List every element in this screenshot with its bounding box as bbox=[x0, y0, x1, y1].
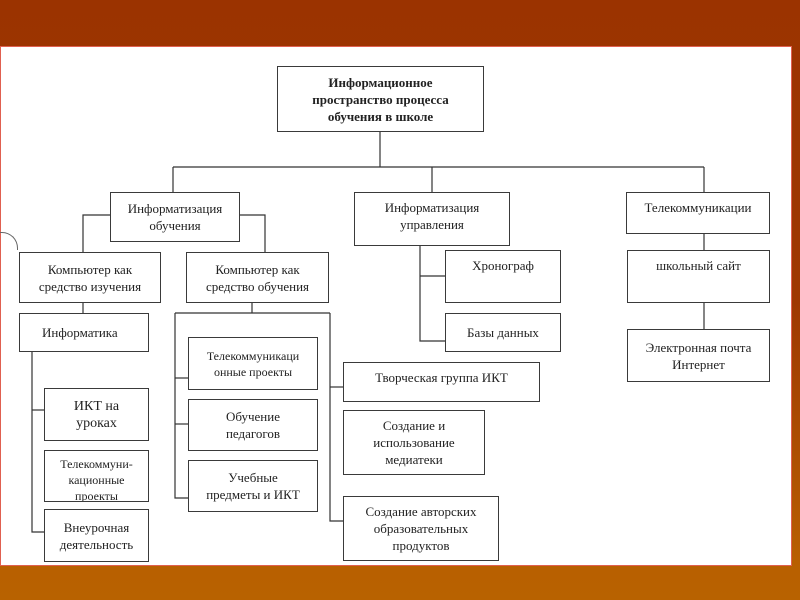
node-creative-group-ikt: Творческая группа ИКТ bbox=[343, 362, 540, 402]
node-author-products: Создание авторских образовательных проду… bbox=[343, 496, 499, 561]
node-ikt-lessons: ИКТ на уроках bbox=[44, 388, 149, 441]
node-extracurricular: Внеурочная деятельность bbox=[44, 509, 149, 562]
node-informatics: Информатика bbox=[19, 313, 149, 352]
root-node: Информационное пространство процесса обу… bbox=[277, 66, 484, 132]
node-telecommunications: Телекоммуникации bbox=[626, 192, 770, 234]
node-subjects-and-ikt: Учебные предметы и ИКТ bbox=[188, 460, 318, 512]
node-computer-as-study-tool: Компьютер как средство изучения bbox=[19, 252, 161, 303]
node-school-website: школьный сайт bbox=[627, 250, 770, 303]
node-telecom-projects-study: Телекоммуни- кационные проекты bbox=[44, 450, 149, 502]
node-telecom-projects-teaching: Телекоммуникаци онные проекты bbox=[188, 337, 318, 390]
node-chronograph: Хронограф bbox=[445, 250, 561, 303]
node-media-library: Создание и использование медиатеки bbox=[343, 410, 485, 475]
node-management-informatization: Информатизация управления bbox=[354, 192, 510, 246]
node-teacher-training: Обучение педагогов bbox=[188, 399, 318, 451]
node-learning-informatization: Информатизация обучения bbox=[110, 192, 240, 242]
node-computer-as-teaching-tool: Компьютер как средство обучения bbox=[186, 252, 329, 303]
node-email-internet: Электронная почта Интернет bbox=[627, 329, 770, 382]
node-databases: Базы данных bbox=[445, 313, 561, 352]
